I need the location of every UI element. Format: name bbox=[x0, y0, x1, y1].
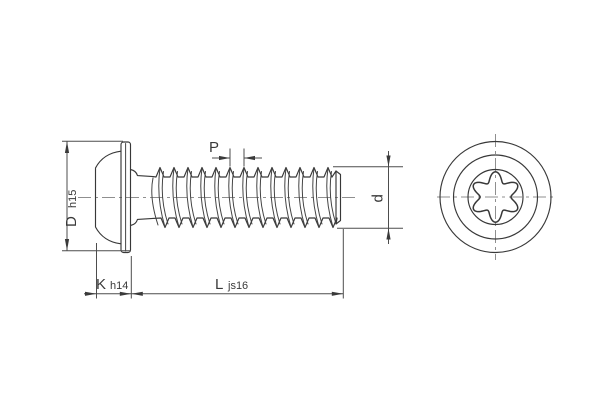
arrowhead-up bbox=[64, 141, 70, 153]
dimension-thread-diameter: d bbox=[333, 151, 403, 244]
dim-label-L: L bbox=[215, 276, 223, 293]
arrowhead-right bbox=[85, 291, 97, 296]
dim-label-K: K bbox=[96, 276, 106, 293]
dimension-thread-pitch: P bbox=[209, 139, 262, 167]
screw-tip bbox=[331, 170, 342, 225]
arrowhead-up bbox=[386, 228, 391, 240]
arrowhead-down bbox=[386, 155, 391, 167]
screw-head-flange bbox=[120, 141, 132, 254]
arrowhead-left bbox=[244, 155, 255, 161]
dimension-head-height-and-length: K h14 L js16 bbox=[84, 229, 344, 299]
thread-line bbox=[152, 166, 333, 178]
screw-neck bbox=[129, 168, 154, 227]
dim-tolerance-h14: h14 bbox=[110, 280, 128, 292]
dim-label-P: P bbox=[209, 139, 219, 156]
dim-tolerance-h15: h15 bbox=[67, 190, 79, 208]
arrowhead-down bbox=[64, 239, 70, 251]
arrowhead-left bbox=[131, 291, 143, 296]
torx-recess-icon bbox=[472, 171, 519, 223]
dim-tolerance-js16: js16 bbox=[227, 280, 248, 292]
flange-outer-circle bbox=[439, 140, 552, 254]
thread-profile bbox=[151, 166, 338, 229]
head-dome-circle bbox=[452, 154, 539, 240]
thread-line bbox=[151, 167, 337, 228]
arrowhead-right bbox=[119, 291, 132, 296]
dim-label-d: d bbox=[370, 194, 387, 202]
arrowhead-right bbox=[331, 291, 344, 296]
side-view bbox=[78, 141, 358, 254]
end-view bbox=[437, 134, 556, 260]
arrowhead-right bbox=[219, 155, 230, 161]
recess-boundary-circle bbox=[467, 168, 524, 226]
dim-label-D: D bbox=[63, 216, 80, 227]
screw-head-dome bbox=[94, 150, 122, 245]
